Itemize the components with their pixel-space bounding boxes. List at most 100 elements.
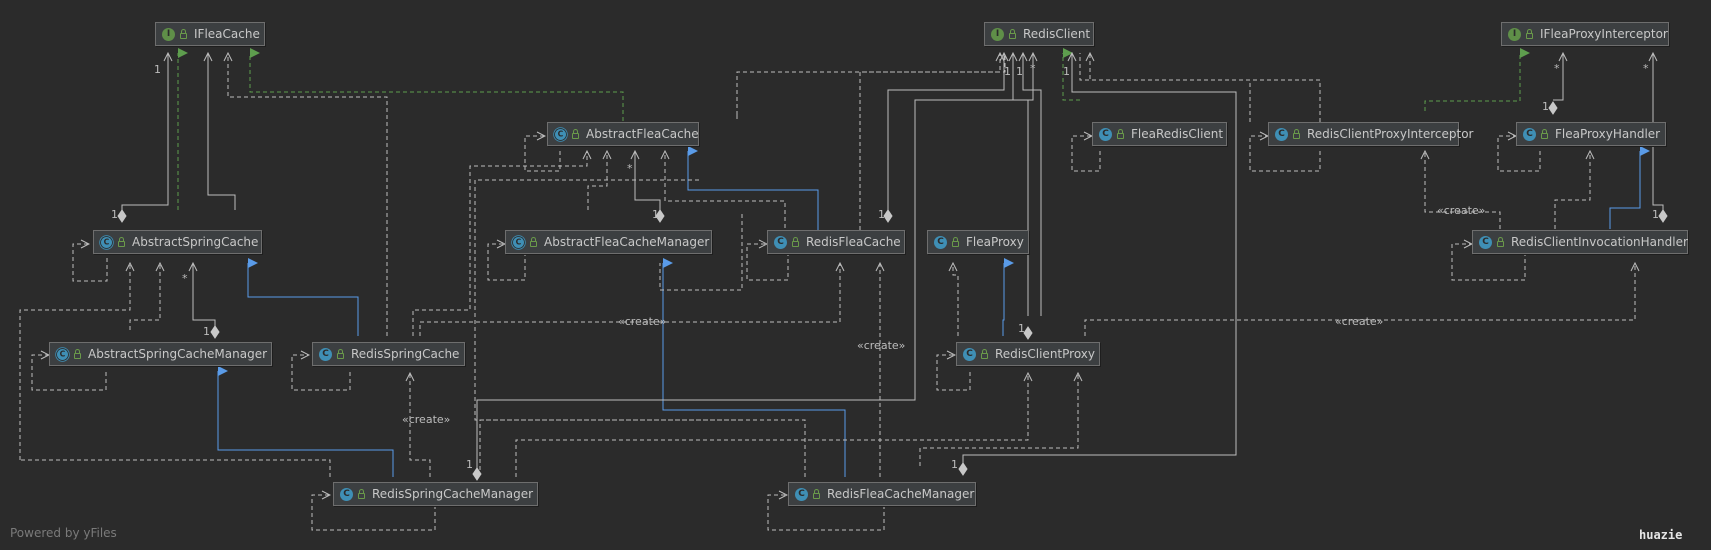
self-dependency-edge <box>1451 244 1526 281</box>
class-node-redisclientproxyinterceptor[interactable]: C RedisClientProxyInterceptor <box>1268 122 1473 146</box>
edge-label-create: «create» <box>402 413 451 426</box>
class-name: FleaProxy <box>966 235 1024 249</box>
dependency-edge <box>20 459 331 477</box>
dependency-edge <box>659 214 743 291</box>
class-name: AbstractSpringCacheManager <box>88 347 268 361</box>
class-node-abstractfleacachemanager[interactable]: C AbstractFleaCacheManager <box>505 230 712 254</box>
dependency-edge <box>859 53 1006 230</box>
class-icon: C <box>934 235 947 249</box>
dependency-edge <box>515 373 1028 477</box>
lock-icon <box>337 349 344 359</box>
aggregation-diamond <box>472 467 482 481</box>
class-name: RedisClientProxyInterceptor <box>1307 127 1474 141</box>
class-icon: C <box>963 347 976 361</box>
dependency-edge <box>228 53 230 210</box>
multiplicity-label: 1 <box>466 458 473 471</box>
association-edge <box>1023 53 1042 316</box>
aggregation-diamond <box>655 209 665 223</box>
lock-icon <box>1526 29 1533 39</box>
class-node-redisclientproxy[interactable]: C RedisClientProxy <box>956 342 1100 366</box>
multiplicity-label: * <box>182 272 188 285</box>
dependency-edge <box>19 263 130 460</box>
class-name: AbstractSpringCache <box>132 235 259 249</box>
class-node-abstractfleacache[interactable]: C AbstractFleaCache <box>547 122 699 146</box>
multiplicity-label: 1 <box>203 325 210 338</box>
multiplicity-label: 1 <box>111 208 118 221</box>
generalization-edge <box>247 258 359 336</box>
multiplicity-label: 1 <box>951 458 958 471</box>
class-node-ifleacache[interactable]: I IFleaCache <box>155 22 265 46</box>
multiplicity-label: 1 <box>154 63 161 76</box>
multiplicity-label: 1 <box>1018 322 1025 335</box>
multiplicity-label: 1 <box>878 208 885 221</box>
lock-icon <box>1497 237 1504 247</box>
aggregation-diamond <box>117 209 127 223</box>
generalization-edge <box>687 146 819 235</box>
lock-icon <box>952 237 959 247</box>
dependency-edge <box>736 53 1000 115</box>
class-name: AbstractFleaCache <box>586 127 699 141</box>
lock-icon <box>118 237 125 247</box>
dependency-edge <box>412 151 587 336</box>
class-icon: C <box>340 487 353 501</box>
lock-icon <box>74 349 81 359</box>
aggregation-diamond <box>210 325 220 339</box>
self-dependency-edge <box>311 495 436 531</box>
lock-icon <box>358 489 365 499</box>
class-node-redisfleacache[interactable]: C RedisFleaCache <box>767 230 905 254</box>
class-name: FleaRedisClient <box>1131 127 1224 141</box>
class-icon: C <box>1275 127 1288 141</box>
lock-icon <box>792 237 799 247</box>
abstract-class-icon: C <box>554 128 567 140</box>
class-name: IFleaProxyInterceptor <box>1540 27 1668 41</box>
dependency-edge <box>228 53 388 336</box>
class-node-abstractspringcachemanager[interactable]: C AbstractSpringCacheManager <box>49 342 272 366</box>
multiplicity-label: * <box>1554 62 1560 75</box>
lock-icon <box>1009 29 1016 39</box>
association-edge <box>635 151 661 214</box>
edge-label-create: «create» <box>1437 204 1486 217</box>
interface-icon: I <box>1508 27 1521 41</box>
abstract-class-icon: C <box>100 236 113 248</box>
association-edge <box>1013 53 1029 316</box>
powered-by-text: Powered by yFiles <box>10 526 117 540</box>
lock-icon <box>981 349 988 359</box>
class-node-flearedisclient[interactable]: C FleaRedisClient <box>1092 122 1227 146</box>
abstract-class-icon: C <box>512 236 525 248</box>
edge-label-create: «create» <box>857 339 906 352</box>
multiplicity-label: 1 <box>1542 100 1549 113</box>
dependency-edge <box>419 263 840 336</box>
author-watermark: huazie <box>1639 528 1683 542</box>
abstract-class-icon: C <box>56 348 69 360</box>
class-node-redisspringcachemanager[interactable]: C RedisSpringCacheManager <box>333 482 538 506</box>
class-node-redisclient[interactable]: I RedisClient <box>984 22 1094 46</box>
class-name: RedisSpringCache <box>351 347 460 361</box>
class-name: RedisClient <box>1023 27 1091 41</box>
class-node-fleaproxyhandler[interactable]: C FleaProxyHandler <box>1516 122 1666 146</box>
class-name: RedisClientProxy <box>995 347 1095 361</box>
class-node-abstractspringcache[interactable]: C AbstractSpringCache <box>93 230 262 254</box>
dependency-edge <box>919 373 1078 466</box>
edge-label-create: «create» <box>618 315 667 328</box>
interface-icon: I <box>162 27 175 41</box>
aggregation-diamond <box>1658 209 1668 223</box>
self-dependency-edge <box>487 244 526 281</box>
association-edge <box>962 53 1237 466</box>
class-node-fleaproxy[interactable]: C FleaProxy <box>927 230 1029 254</box>
class-name: RedisClientInvocationHandler <box>1511 235 1688 249</box>
class-node-redisspringcache[interactable]: C RedisSpringCache <box>312 342 465 366</box>
class-name: FleaProxyHandler <box>1555 127 1661 141</box>
class-node-redisfleacachemanager[interactable]: C RedisFleaCacheManager <box>788 482 976 506</box>
class-node-ifleaproxyinterceptor[interactable]: I IFleaProxyInterceptor <box>1501 22 1669 46</box>
multiplicity-label: * <box>1643 62 1649 75</box>
dependency-edge <box>410 373 431 477</box>
class-name: RedisFleaCacheManager <box>827 487 975 501</box>
class-name: IFleaCache <box>194 27 260 41</box>
lock-icon <box>572 129 579 139</box>
generalization-edge <box>217 366 394 477</box>
class-icon: C <box>795 487 808 501</box>
dependency-edge <box>1084 263 1635 336</box>
class-node-redisclientinvocationhandler[interactable]: C RedisClientInvocationHandler <box>1472 230 1688 254</box>
class-name: RedisFleaCache <box>806 235 901 249</box>
